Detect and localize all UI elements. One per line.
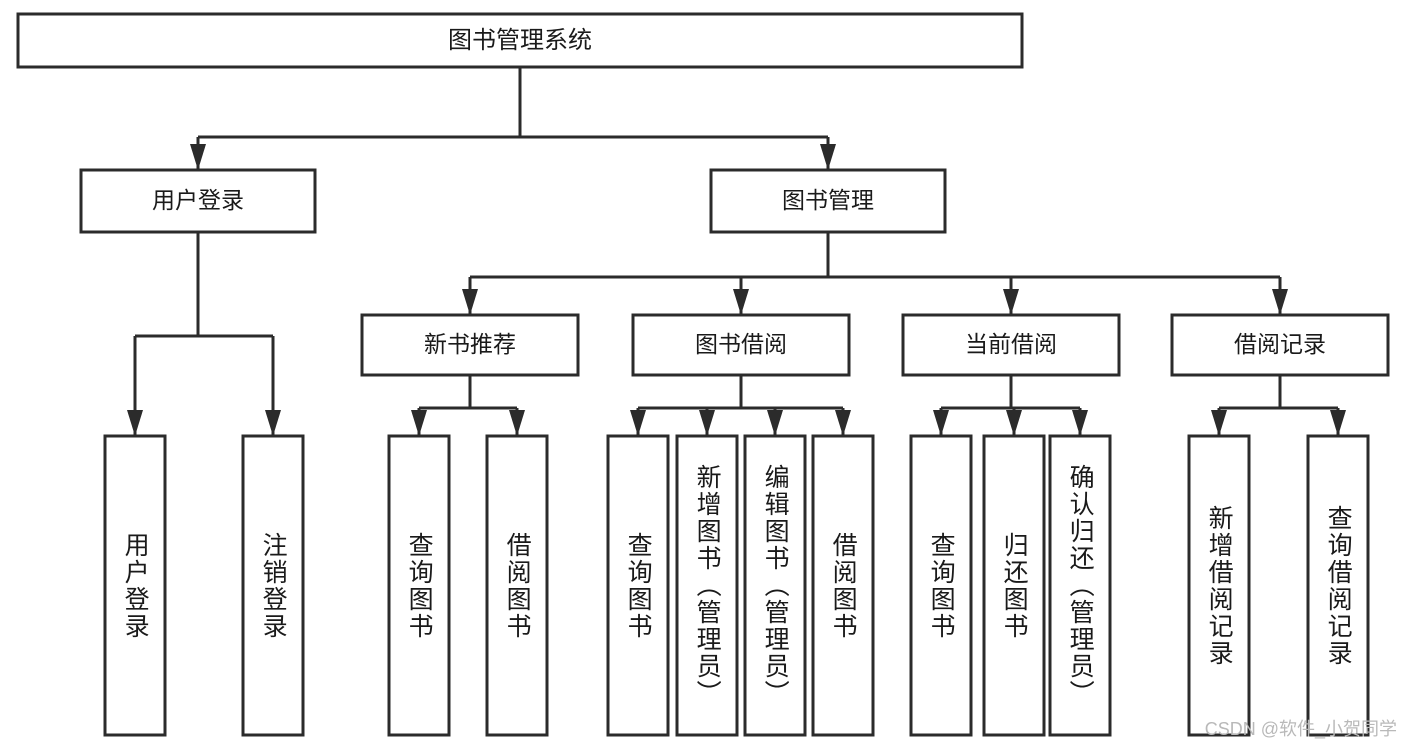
- arrow-icon-book-borrow-leaf-add-book: [699, 410, 715, 436]
- leaf-box-leaf-borrow-book-rec[interactable]: [485, 434, 549, 737]
- node-label-root: 图书管理系统: [448, 27, 592, 54]
- leaf-box-leaf-query-book-borrow[interactable]: [606, 434, 670, 737]
- leaf-box-leaf-user-login[interactable]: [103, 434, 167, 737]
- leaf-box-leaf-confirm-return[interactable]: [1048, 434, 1112, 737]
- arrow-icon-user-login-leaf-user-login: [127, 410, 143, 436]
- arrow-icon-book-borrow-leaf-edit-book: [767, 410, 783, 436]
- leaf-box-leaf-edit-book[interactable]: [743, 434, 807, 737]
- arrow-icon-borrow-record-leaf-query-record: [1330, 410, 1346, 436]
- node-box-root[interactable]: [16, 12, 1024, 69]
- arrow-icon-root-user-login: [190, 144, 206, 170]
- node-label-borrow-record: 借阅记录: [1234, 331, 1326, 357]
- arrow-icon-book-manage-borrow-record: [1272, 289, 1288, 315]
- arrow-icon-user-login-leaf-user-logout: [265, 410, 281, 436]
- node-box-book-manage[interactable]: [709, 168, 947, 234]
- node-box-new-book-rec[interactable]: [360, 313, 580, 377]
- arrow-icon-book-borrow-leaf-query-book-borrow: [630, 410, 646, 436]
- arrow-icon-book-manage-current-borrow: [1003, 289, 1019, 315]
- node-box-borrow-record[interactable]: [1170, 313, 1390, 377]
- leaf-box-leaf-borrow-book[interactable]: [811, 434, 875, 737]
- leaf-box-leaf-query-book-cur[interactable]: [909, 434, 973, 737]
- leaf-box-leaf-add-book[interactable]: [675, 434, 739, 737]
- arrow-icon-book-manage-book-borrow: [733, 289, 749, 315]
- arrow-icon-new-book-rec-leaf-query-book-rec: [411, 410, 427, 436]
- arrow-icon-borrow-record-leaf-add-record: [1211, 410, 1227, 436]
- leaf-box-leaf-return-book[interactable]: [982, 434, 1046, 737]
- connector-layer: [127, 67, 1346, 436]
- node-label-user-login: 用户登录: [152, 187, 244, 213]
- arrow-icon-current-borrow-leaf-confirm-return: [1072, 410, 1088, 436]
- node-label-book-manage: 图书管理: [782, 187, 874, 213]
- node-label-new-book-rec: 新书推荐: [424, 331, 516, 357]
- arrow-icon-book-borrow-leaf-borrow-book: [835, 410, 851, 436]
- arrow-icon-new-book-rec-leaf-borrow-book-rec: [509, 410, 525, 436]
- node-label-current-borrow: 当前借阅: [965, 331, 1057, 357]
- leaf-box-leaf-user-logout[interactable]: [241, 434, 305, 737]
- arrow-icon-root-book-manage: [820, 144, 836, 170]
- leaf-box-leaf-add-record[interactable]: [1187, 434, 1251, 737]
- arrow-icon-current-borrow-leaf-query-book-cur: [933, 410, 949, 436]
- box-layer: [16, 12, 1390, 737]
- node-box-user-login[interactable]: [79, 168, 317, 234]
- arrow-icon-book-manage-new-book-rec: [462, 289, 478, 315]
- node-box-current-borrow[interactable]: [901, 313, 1121, 377]
- node-label-book-borrow: 图书借阅: [695, 331, 787, 357]
- leaf-box-leaf-query-record[interactable]: [1306, 434, 1370, 737]
- leaf-box-leaf-query-book-rec[interactable]: [387, 434, 451, 737]
- node-box-book-borrow[interactable]: [631, 313, 851, 377]
- arrow-icon-current-borrow-leaf-return-book: [1006, 410, 1022, 436]
